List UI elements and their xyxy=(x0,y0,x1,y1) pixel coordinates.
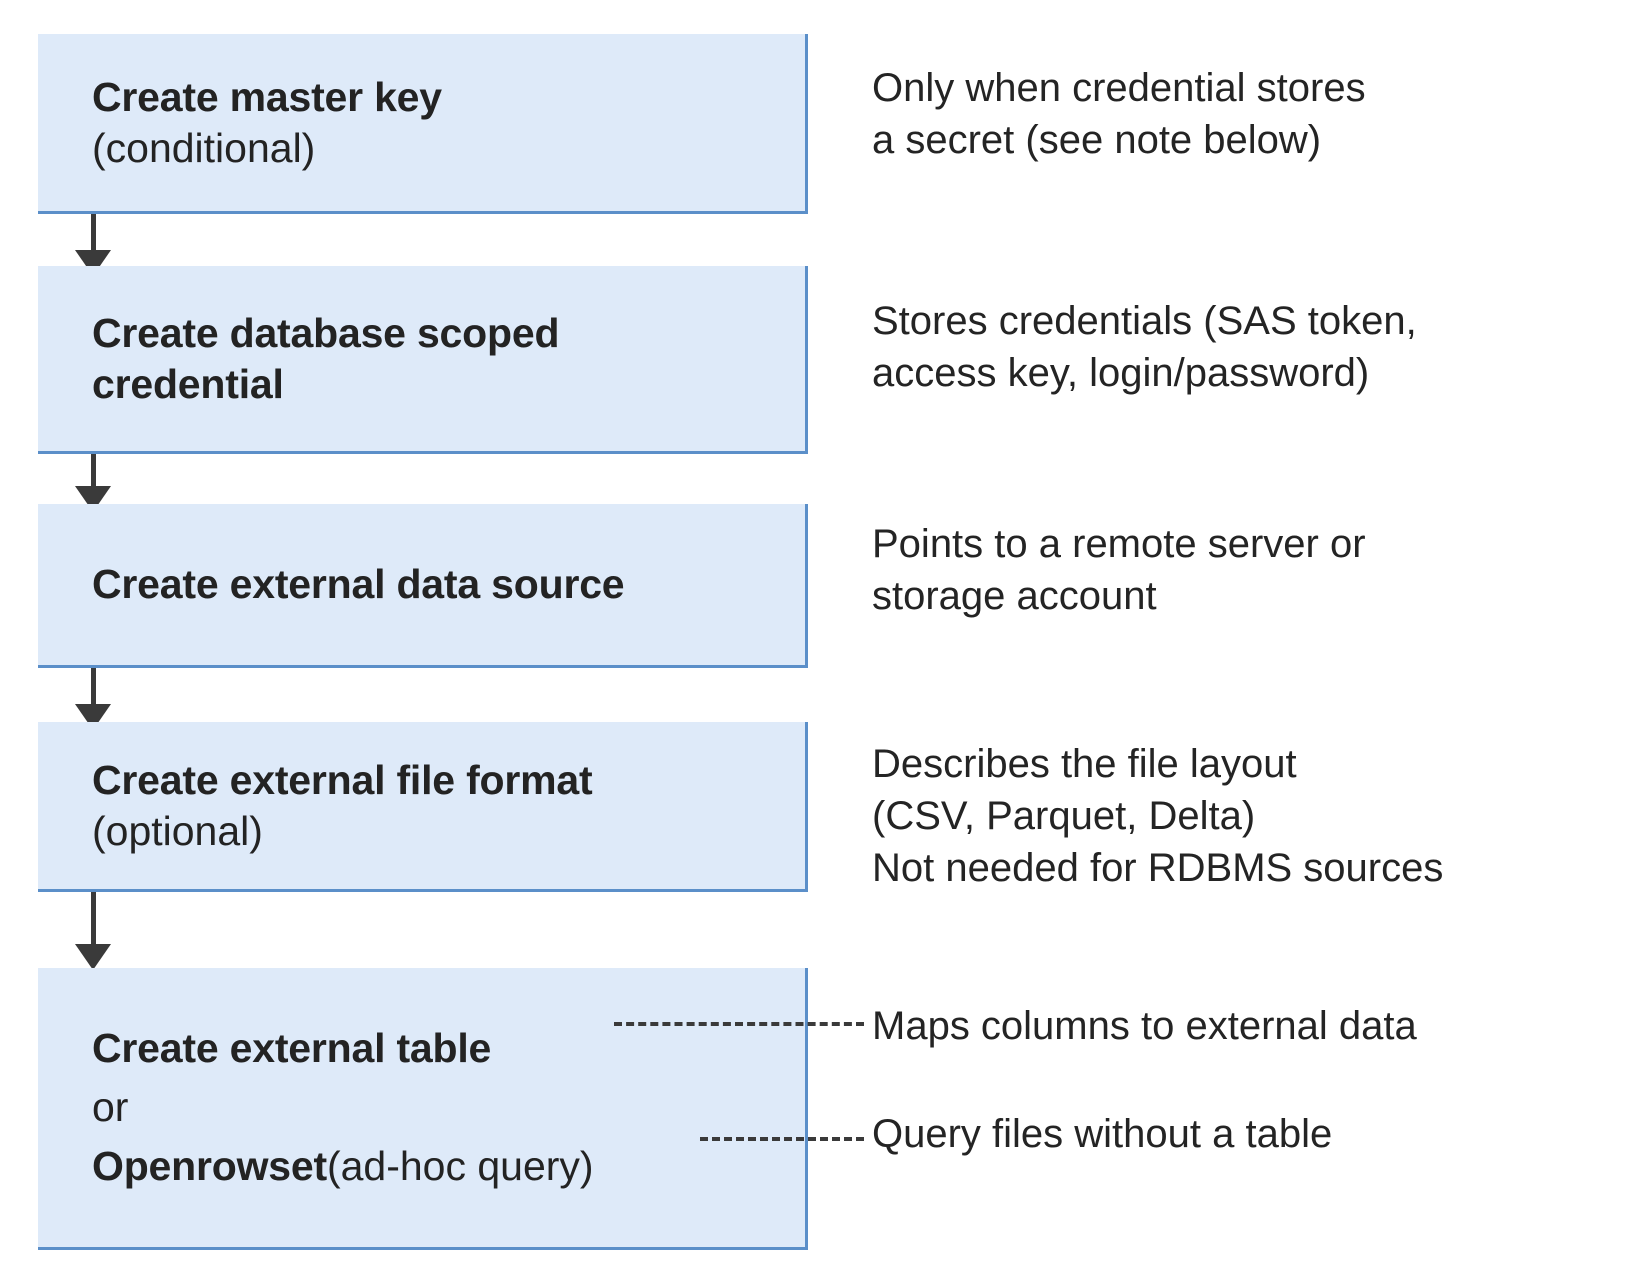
step-alt-title: Openrowset xyxy=(92,1143,327,1190)
note-create-external-data-source: Points to a remote server or storage acc… xyxy=(872,522,1366,618)
dashed-connector-openrowset xyxy=(700,1137,864,1141)
note-openrowset: Query files without a table xyxy=(872,1112,1333,1156)
dashed-connector-external-table xyxy=(614,1022,864,1026)
note-create-external-file-format: Describes the file layout (CSV, Parquet,… xyxy=(872,742,1444,890)
step-title: Create external data source xyxy=(92,561,625,608)
flow-step-create-external-data-source[interactable]: Create external data source xyxy=(38,504,808,668)
note-create-external-table: Maps columns to external data xyxy=(872,1004,1417,1048)
note-create-master-key: Only when credential stores a secret (se… xyxy=(872,66,1366,162)
step-subtitle: (optional) xyxy=(92,807,263,854)
note-create-database-scoped-credential: Stores credentials (SAS token, access ke… xyxy=(872,299,1417,395)
step-title: Create external table xyxy=(92,1025,492,1072)
step-title: Create master key xyxy=(92,74,442,121)
openrowset-row: Openrowset (ad-hoc query) xyxy=(92,1136,793,1198)
arrow-down-icon xyxy=(75,668,111,730)
or-separator: or xyxy=(92,1084,129,1131)
flow-step-create-external-table-or-openrowset[interactable]: Create external table or Openrowset (ad-… xyxy=(38,968,808,1250)
external-table-row: Create external table xyxy=(92,1018,793,1080)
flow-step-text: Create external data source xyxy=(38,559,805,609)
flow-step-create-external-file-format[interactable]: Create external file format (optional) xyxy=(38,722,808,892)
flow-step-text: Create external table or Openrowset (ad-… xyxy=(38,1018,805,1198)
step-title-line-1: Create database scoped xyxy=(92,310,560,357)
flow-step-create-master-key[interactable]: Create master key (conditional) xyxy=(38,34,808,214)
flow-step-text: Create master key (conditional) xyxy=(38,72,805,172)
flow-step-text: Create database scoped credential xyxy=(38,308,805,408)
step-alt-suffix: (ad-hoc query) xyxy=(326,1143,594,1190)
arrow-down-icon xyxy=(75,892,111,974)
flow-step-create-database-scoped-credential[interactable]: Create database scoped credential xyxy=(38,266,808,454)
or-separator-row: or xyxy=(92,1080,793,1136)
flow-step-text: Create external file format (optional) xyxy=(38,755,805,855)
step-title: Create external file format xyxy=(92,757,593,804)
step-title-line-2: credential xyxy=(92,360,284,407)
step-subtitle: (conditional) xyxy=(92,124,316,171)
